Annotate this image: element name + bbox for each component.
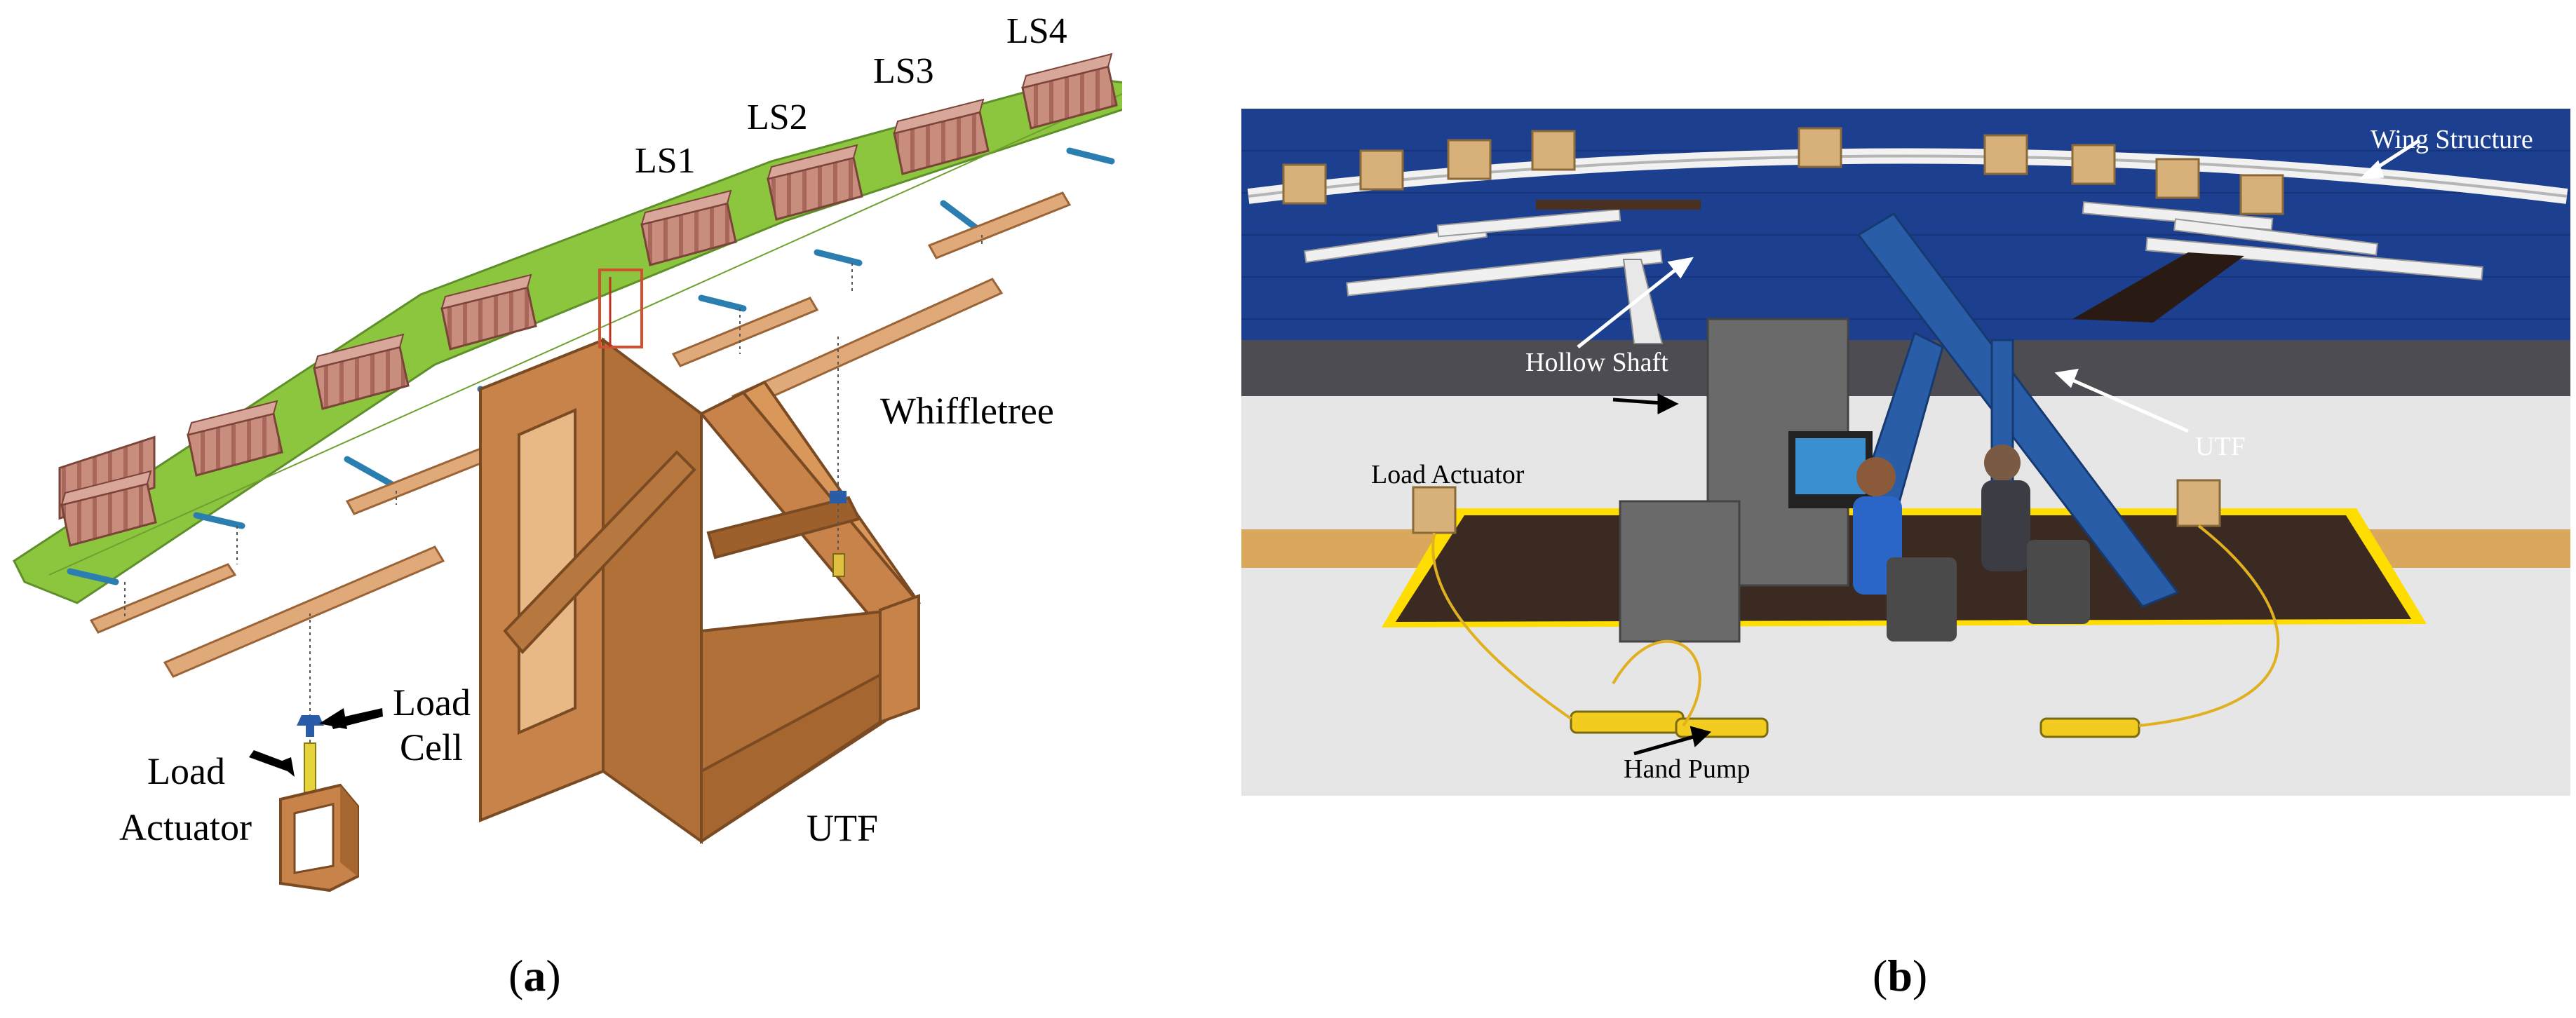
hoses bbox=[1431, 524, 2280, 727]
utf-frame bbox=[479, 337, 922, 844]
load-block-ls4 bbox=[1021, 53, 1118, 130]
annotation-arrows-dark bbox=[1612, 393, 1711, 756]
caption-a-close: ) bbox=[546, 951, 561, 1000]
load-block-1 bbox=[60, 470, 157, 547]
hollow-shaft bbox=[1536, 200, 1701, 210]
label-load-actuator: Load Actuator bbox=[119, 743, 252, 855]
label-load-cell-line2: Cell bbox=[400, 726, 463, 768]
load-block-2 bbox=[187, 400, 283, 477]
frame-actuator bbox=[830, 484, 847, 577]
label-load-cell: Load Cell bbox=[393, 680, 471, 770]
test-rig-photo bbox=[1241, 109, 2570, 796]
label-hollow-shaft: Hollow Shaft bbox=[1525, 348, 1668, 377]
label-load-actuator-line2: Actuator bbox=[119, 806, 252, 848]
load-block-ls2 bbox=[767, 144, 863, 221]
load-block-3 bbox=[313, 333, 410, 410]
caption-a-letter: a bbox=[523, 951, 546, 1000]
label-ls2: LS2 bbox=[747, 97, 808, 137]
label-ls1: LS1 bbox=[635, 141, 696, 181]
wing-surface bbox=[13, 76, 1122, 604]
wing-load-blocks bbox=[1282, 127, 2284, 215]
load-actuator-frames bbox=[1412, 479, 2221, 534]
hand-pumps bbox=[1570, 710, 2140, 738]
whiffletree-beams bbox=[89, 191, 1072, 678]
label-utf-b: UTF bbox=[2195, 432, 2246, 461]
cad-drawing bbox=[13, 53, 1122, 893]
label-ls4: LS4 bbox=[1006, 11, 1067, 51]
caption-a-open: ( bbox=[508, 951, 524, 1000]
panel-a-cad-diagram: LS1 LS2 LS3 LS4 Whiffletree Load Cell Lo… bbox=[0, 0, 1122, 911]
load-block-4 bbox=[440, 273, 537, 351]
panel-b-test-photo: Wing Structure Hollow Shaft UTF Load Act… bbox=[1241, 109, 2570, 796]
load-block-ls1 bbox=[640, 189, 737, 266]
caption-b: (b) bbox=[1873, 950, 1927, 1002]
label-ls3: LS3 bbox=[873, 51, 934, 91]
label-load-cell-line1: Load bbox=[393, 681, 471, 724]
label-load-actuator-line1: Load bbox=[147, 750, 225, 792]
label-wing-structure: Wing Structure bbox=[2371, 125, 2533, 154]
caption-a: (a) bbox=[508, 950, 561, 1002]
callout-arrows bbox=[249, 708, 383, 777]
label-utf-a: UTF bbox=[807, 807, 879, 849]
label-whiffletree: Whiffletree bbox=[880, 390, 1054, 432]
label-load-actuator-b: Load Actuator bbox=[1371, 460, 1525, 489]
caption-b-letter: b bbox=[1887, 951, 1913, 1000]
load-block-ls3 bbox=[893, 98, 990, 175]
operator-station bbox=[1619, 318, 2090, 643]
wing-hang-beams bbox=[1304, 201, 2483, 297]
caption-b-close: ) bbox=[1912, 951, 1928, 1000]
label-hand-pump: Hand Pump bbox=[1624, 754, 1751, 784]
load-actuator bbox=[279, 742, 359, 893]
load-cell bbox=[297, 715, 324, 737]
caption-b-open: ( bbox=[1873, 951, 1888, 1000]
operator-2 bbox=[1981, 480, 2030, 571]
annotation-arrows bbox=[1577, 138, 2421, 433]
center-bracket bbox=[598, 269, 643, 348]
